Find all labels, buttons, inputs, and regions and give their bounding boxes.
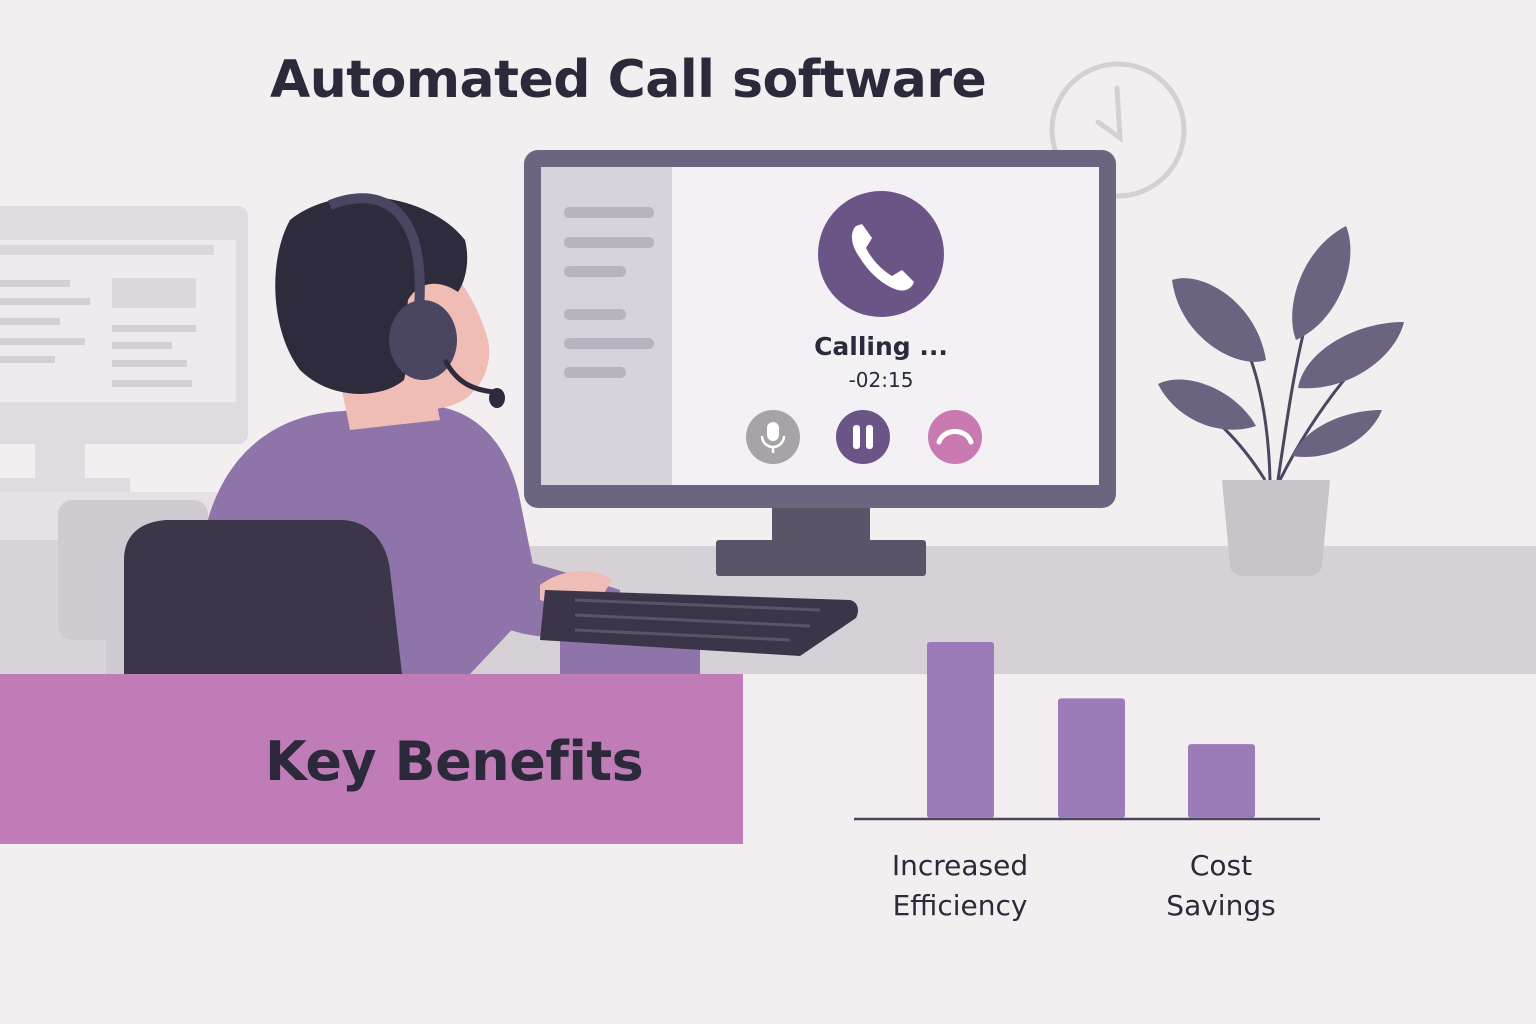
background-monitor bbox=[0, 206, 248, 496]
chair bbox=[124, 520, 402, 674]
call-timer: -02:15 bbox=[848, 368, 914, 392]
main-monitor bbox=[524, 150, 1116, 576]
bar-0 bbox=[927, 642, 994, 818]
pause-icon bbox=[853, 425, 873, 449]
clock-icon bbox=[1049, 61, 1187, 199]
key-benefits-label: Key Benefits bbox=[265, 730, 644, 793]
hang-up-button[interactable] bbox=[928, 410, 982, 464]
page-title: Automated Call software bbox=[270, 50, 987, 110]
category-label-0: Increased Efficiency bbox=[891, 849, 1029, 922]
call-status: Calling ... bbox=[814, 332, 948, 361]
hang-up-icon bbox=[936, 429, 974, 445]
plant bbox=[1158, 226, 1404, 576]
microphone-icon bbox=[760, 422, 786, 453]
pause-button[interactable] bbox=[836, 410, 890, 464]
key-benefits-banner bbox=[0, 674, 743, 844]
bar-1 bbox=[1058, 698, 1125, 818]
keyboard bbox=[540, 590, 858, 656]
bar-2 bbox=[1188, 744, 1255, 818]
phone-icon bbox=[818, 191, 944, 317]
bar-chart bbox=[927, 642, 1255, 818]
category-label-2: Cost Savings bbox=[1166, 849, 1276, 922]
mute-button[interactable] bbox=[746, 410, 800, 464]
